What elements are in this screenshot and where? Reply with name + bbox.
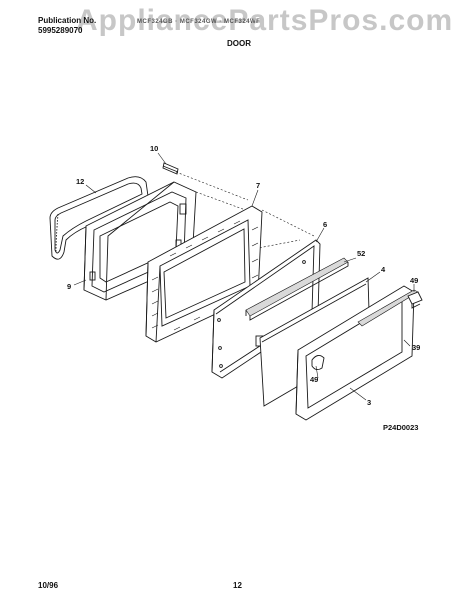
model-line: MCF324GB · MCF324GW · MCF324WF [137,19,261,25]
footer-date: 10/96 [38,581,59,590]
footer-page-number: 12 [233,581,242,590]
site-watermark: AppliancePartsPros.com [76,4,454,37]
callout-12: 12 [76,177,84,186]
door-screw-part [162,162,179,175]
door-trim-strip-part [245,257,349,321]
inner-door-liner-part [211,239,321,379]
drawing-code: P24D0023 [383,423,418,432]
callout-7: 7 [256,181,260,190]
publication-number: 5995289070 [38,26,83,35]
callout-49-top: 49 [410,276,418,285]
outer-door-panel-part [295,285,419,421]
callout-9: 9 [67,282,71,291]
section-title: DOOR [227,39,251,48]
callout-49-handle: 49 [310,375,318,384]
callout-6: 6 [323,220,327,229]
callout-10: 10 [150,144,158,153]
leader-lines [73,152,415,401]
door-clip-part [407,291,423,309]
publication-label: Publication No. [38,16,97,25]
door-gasket-part [49,176,149,260]
callout-39: 39 [412,343,420,352]
callout-3: 3 [367,398,371,407]
callout-52: 52 [357,249,365,258]
callout-4: 4 [381,265,386,274]
